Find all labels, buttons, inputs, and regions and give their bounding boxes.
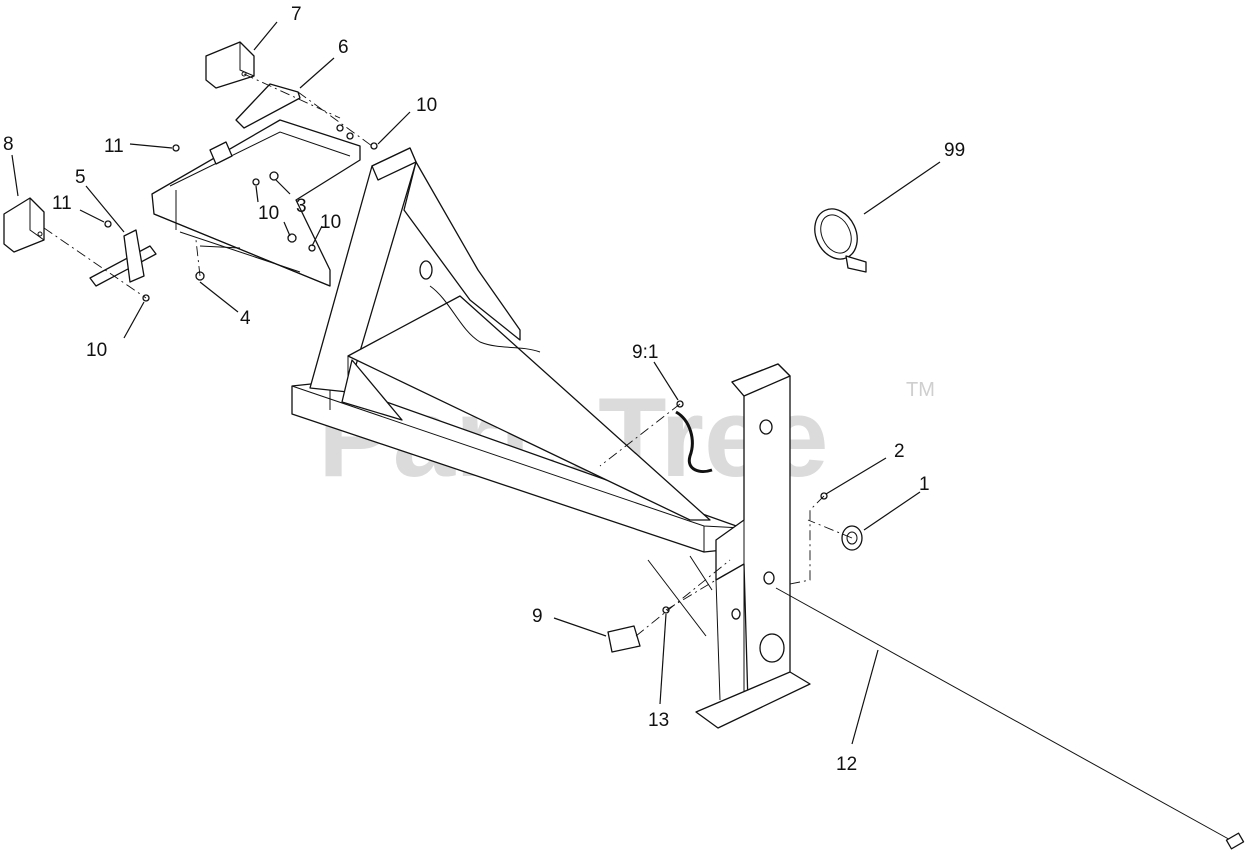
hardware <box>104 124 828 614</box>
callout-10-center: 10 <box>258 203 279 224</box>
part-5-plate <box>89 229 157 287</box>
callout-9: 9 <box>532 606 543 627</box>
wire-harness <box>675 410 713 473</box>
part-8-cover <box>3 197 45 253</box>
callout-1: 1 <box>919 474 930 495</box>
callout-8: 8 <box>3 134 14 155</box>
callouts: 7 6 10 11 8 5 11 10 3 10 4 10 99 9:1 2 1… <box>3 4 965 775</box>
callout-13: 13 <box>648 710 669 731</box>
part-99-cable-tie <box>814 208 867 273</box>
callout-12: 12 <box>836 754 857 775</box>
callout-11-left: 11 <box>52 193 72 214</box>
callout-10-top: 10 <box>416 95 437 116</box>
part-9-reflector <box>607 625 641 653</box>
upper-bracket-frame <box>151 119 361 287</box>
cable-12 <box>775 587 1245 850</box>
watermark-trademark: TM <box>906 379 935 401</box>
callout-4: 4 <box>240 308 251 329</box>
callout-10-right: 10 <box>320 212 341 233</box>
part-6-bracket <box>235 83 301 129</box>
assembly-lines <box>43 73 853 637</box>
callout-11-top: 11 <box>104 136 124 157</box>
callout-6: 6 <box>338 37 349 58</box>
callout-9-1: 9:1 <box>632 342 658 363</box>
callout-5: 5 <box>75 167 86 188</box>
callout-3: 3 <box>296 196 307 217</box>
part-7-cover <box>205 41 255 89</box>
callout-10-bottom: 10 <box>86 340 107 361</box>
callout-7: 7 <box>291 4 302 25</box>
harness-thin <box>429 285 541 353</box>
callout-99: 99 <box>944 140 965 161</box>
callout-2: 2 <box>894 441 905 462</box>
leader-lines <box>11 21 941 745</box>
main-frame <box>291 147 811 729</box>
